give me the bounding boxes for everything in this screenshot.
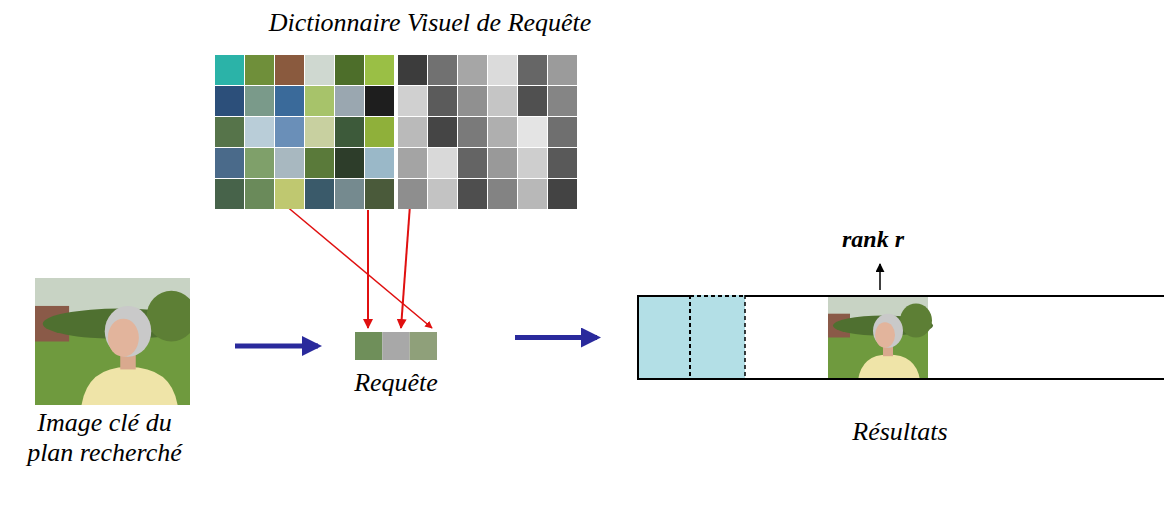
visual-dictionary-picture bbox=[215, 55, 578, 210]
key-frame-illustration bbox=[35, 278, 190, 405]
results-bar-illustration bbox=[637, 295, 1164, 380]
flow-arrow bbox=[515, 335, 597, 340]
caption: Image clé du plan recherché bbox=[17, 408, 192, 468]
caption: Dictionnaire Visuel de Requête bbox=[215, 8, 645, 38]
selection-arrow bbox=[401, 205, 410, 328]
visual-dictionary-illustration bbox=[215, 55, 578, 210]
caption: Résultats bbox=[820, 417, 980, 447]
key-frame-picture bbox=[35, 278, 190, 405]
query-image-illustration bbox=[355, 332, 437, 360]
results-bar-picture bbox=[637, 295, 1164, 380]
caption: Requête bbox=[340, 368, 452, 398]
rank-label: rank r bbox=[842, 226, 904, 253]
flow-arrow bbox=[367, 210, 369, 328]
flow-arrow bbox=[235, 344, 318, 349]
rank-pointer bbox=[879, 264, 881, 290]
selection-arrow bbox=[285, 205, 432, 328]
query-image-picture bbox=[355, 332, 437, 360]
